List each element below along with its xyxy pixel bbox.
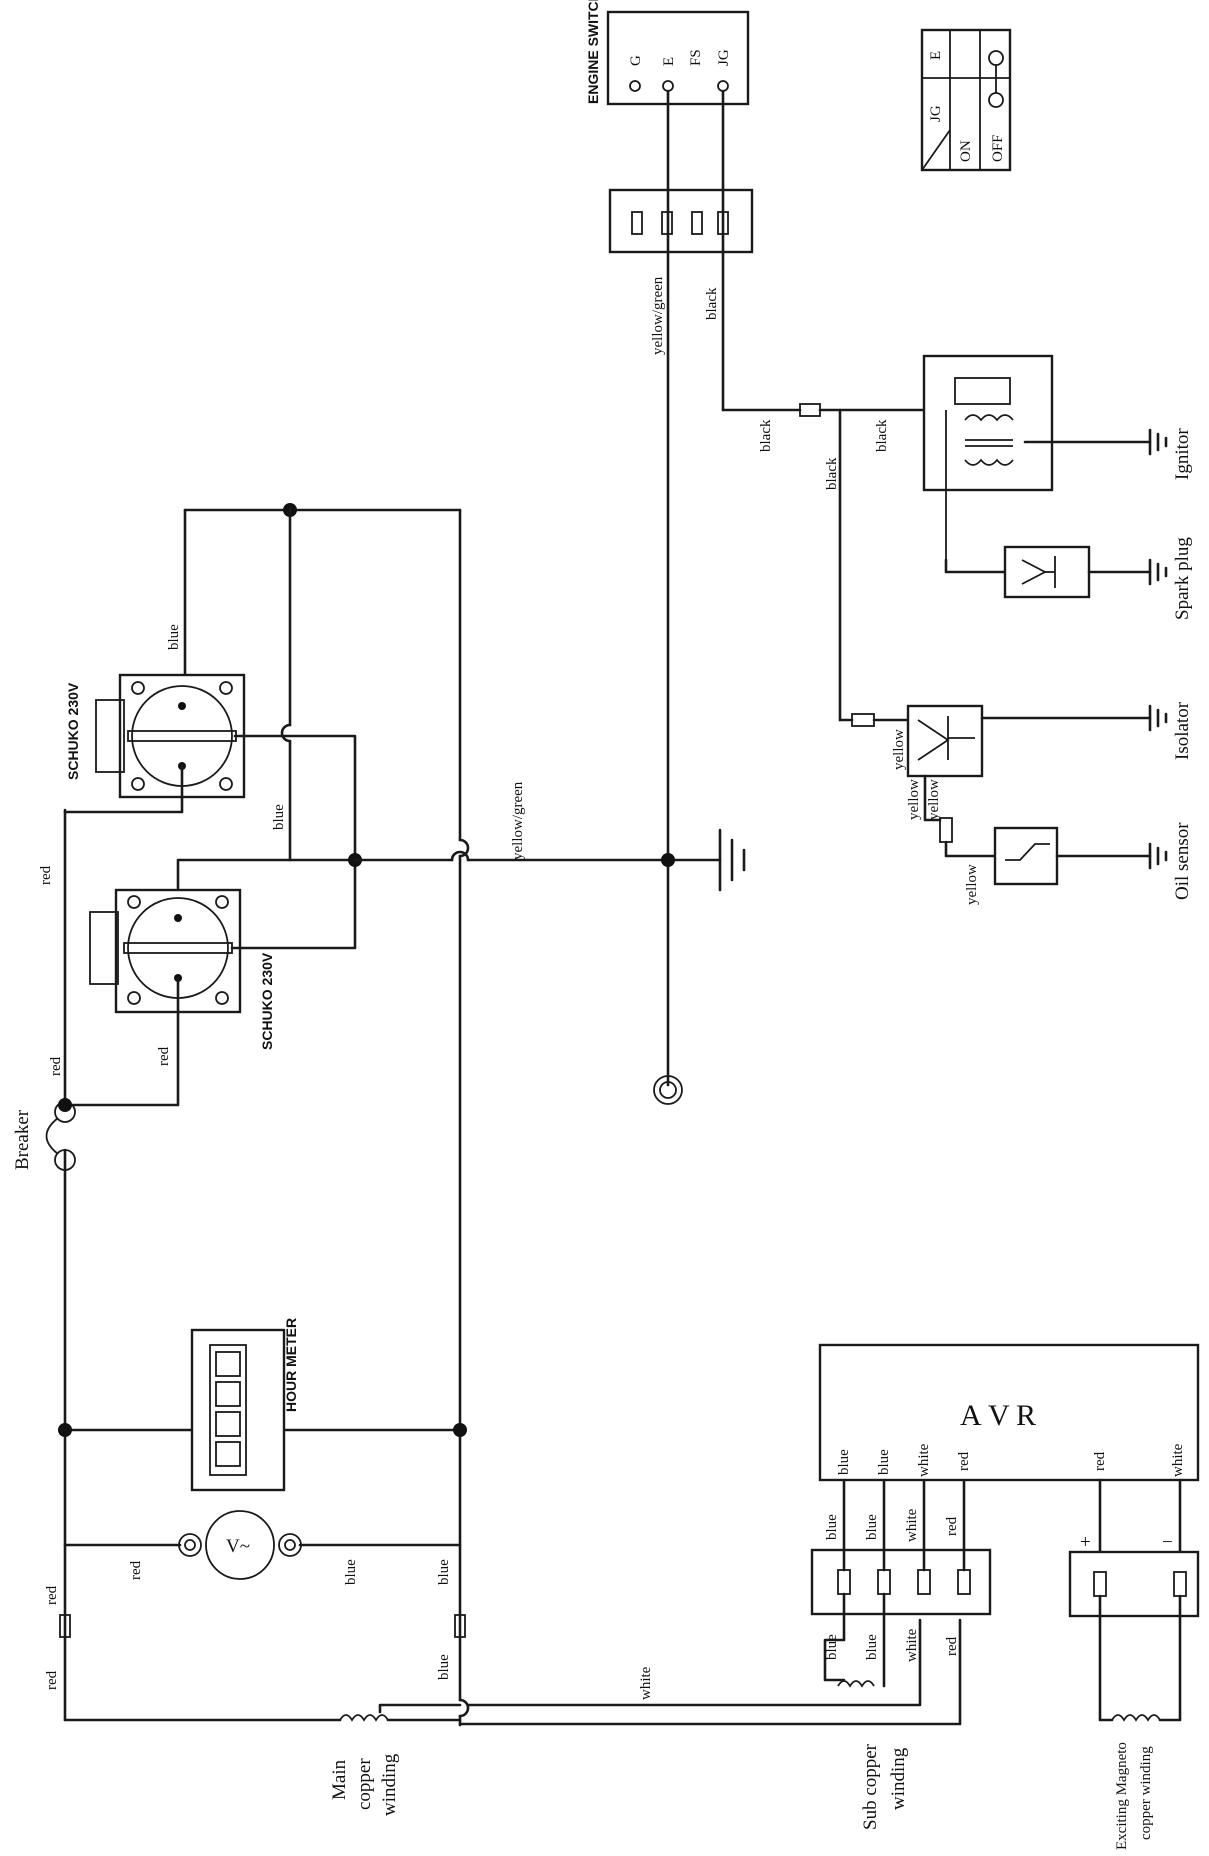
label-yellow-3: yellow [926,779,942,820]
label-blue-top: blue [166,624,182,650]
label-yellow-green-mid: yellow/green [510,781,526,860]
label-yellow-green-top: yellow/green [650,276,666,355]
label-blue-mid: blue [271,804,287,830]
label-socket-lower: SCHUKO 230V [259,952,275,1050]
label-red-breaker: red [48,1056,64,1076]
label-black-right: black [874,419,890,452]
hour-meter [190,1328,286,1492]
label-oil-sensor: Oil sensor [1172,822,1193,900]
table-header-jg: JG [928,105,944,122]
avr-label-blue-1: blue [836,1449,852,1475]
ignitor-ground [1148,428,1168,456]
chassis-ground [718,828,746,892]
label-main-winding-2: copper [354,1758,375,1810]
avr-module [818,1343,1200,1482]
label-black-top: black [704,287,720,320]
avr-label-white: white [916,1443,932,1477]
spark-plug [1003,545,1091,599]
label-blue-rail: blue [436,1559,452,1585]
engine-switch: ENGINE SWITCH G E FS JG [585,0,750,106]
sub-copper-winding [837,1680,875,1688]
avr-label-v: V [988,1399,1010,1432]
label-sub-white-2: white [904,1628,920,1662]
label-isolator: Isolator [1172,701,1193,760]
label-blue-voltmeter: blue [343,1559,359,1585]
label-yellow-1: yellow [891,729,907,770]
schuko-socket-upper [95,673,246,799]
engine-switch-title: ENGINE SWITCH [585,0,601,104]
label-spark-plug: Spark plug [1172,537,1193,620]
avr-label-blue-2: blue [876,1449,892,1475]
table-row-off: OFF [990,134,1006,162]
label-sub-blue-3: blue [824,1634,840,1660]
label-blue-conn: blue [436,1654,452,1680]
label-sub-red: red [944,1516,960,1536]
ground-terminal [653,1075,683,1105]
terminal-g: G [628,55,644,66]
label-yellow-2: yellow [906,779,922,820]
label-sub-blue-1: blue [824,1514,840,1540]
label-sub-winding-2: winding [888,1747,909,1810]
oil-sensor-ground [1148,842,1168,870]
terminal-jg: JG [716,49,732,66]
exciting-connector-block [1068,1550,1200,1618]
label-exciting-1: Exciting Magneto [1114,1742,1130,1850]
label-socket-upper: SCHUKO 230V [65,682,81,780]
svg-text:V~: V~ [226,1536,250,1557]
ignitor-unit [922,354,1152,560]
switch-connector-block [608,188,754,254]
schuko-socket-lower [89,888,242,1014]
label-red-conn-top: red [44,1585,60,1605]
label-red-upper: red [38,865,54,885]
label-white-long: white [638,1666,654,1700]
label-sub-blue-2: blue [864,1514,880,1540]
label-breaker: Breaker [12,1109,33,1170]
spark-plug-ground [1148,558,1168,586]
label-ignitor: Ignitor [1172,428,1193,480]
label-minus: − [1162,1532,1173,1553]
isolator-unit [906,704,984,778]
voltmeter: V~ [178,1510,302,1580]
avr-label-white-exc: white [1170,1443,1186,1477]
label-black-left: black [758,419,774,452]
avr-label-red: red [956,1451,972,1471]
label-main-winding-3: winding [379,1753,400,1816]
terminal-fs: FS [688,49,704,66]
label-red-lower: red [156,1046,172,1066]
label-hour-meter: HOUR METER [283,1318,299,1412]
oil-sensor [993,826,1059,886]
label-plus: + [1080,1532,1091,1553]
label-sub-winding-1: Sub copper [860,1743,881,1830]
table-header-e: E [928,51,944,60]
exciting-magneto-winding [1111,1714,1161,1722]
isolator-ground [1148,704,1168,732]
label-red-conn-bottom: red [44,1670,60,1690]
label-sub-red-2: red [944,1636,960,1656]
breaker [45,1101,76,1171]
label-red-voltmeter: red [128,1560,144,1580]
label-sub-white: white [904,1508,920,1542]
switch-state-table: JG E ON OFF [920,28,1012,172]
label-yellow-4: yellow [964,864,980,905]
terminal-e: E [661,57,677,66]
label-main-winding-1: Main [329,1759,350,1800]
label-exciting-2: copper winding [1138,1746,1154,1840]
table-row-on: ON [958,140,974,162]
label-sub-blue-4: blue [864,1634,880,1660]
avr-label-r: R [1016,1399,1036,1432]
label-black-down: black [824,457,840,490]
avr-label-a: A [960,1399,982,1432]
avr-label-red-exc: red [1092,1451,1108,1471]
main-copper-winding [339,1714,389,1722]
